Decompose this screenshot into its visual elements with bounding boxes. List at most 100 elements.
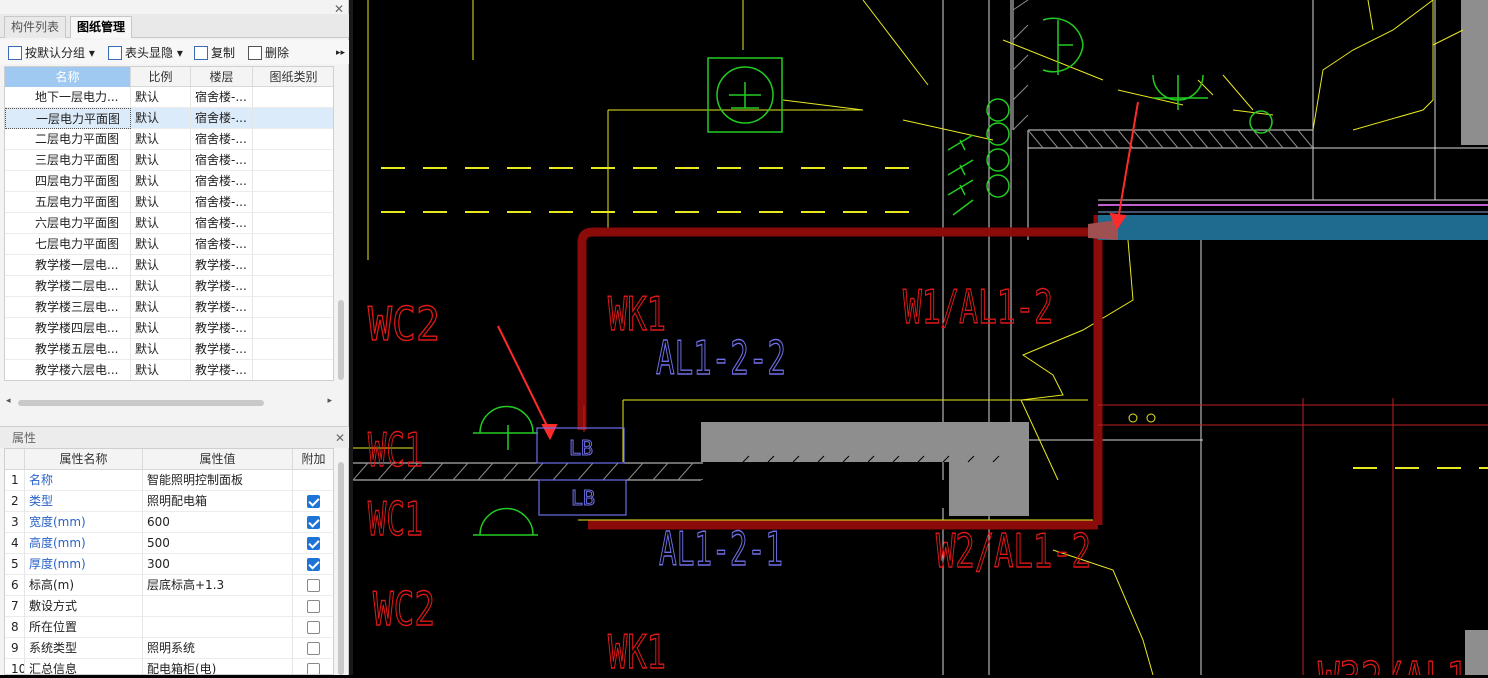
drawing-category-cell xyxy=(253,192,333,213)
drawing-row[interactable]: 教学楼一层电...默认教学楼-... xyxy=(5,255,333,276)
copy-icon xyxy=(194,46,208,60)
property-value[interactable]: 300 xyxy=(143,554,293,575)
panel-tabs: 构件列表 图纸管理 xyxy=(0,14,349,38)
left-panel: ✕ 构件列表 图纸管理 按默认分组 ▾ 表头显隐 ▾ 复制 删除 ▸▸ 名称 比… xyxy=(0,0,349,675)
highlighted-cable-route[interactable] xyxy=(577,215,1103,530)
attach-checkbox[interactable] xyxy=(307,663,320,674)
drawing-row[interactable]: 教学楼三层电...默认教学楼-... xyxy=(5,297,333,318)
cad-drawing[interactable]: WC2 WK1 W1/AL1-2 AL1-2-2 WC1 WC1 AL1-2-1… xyxy=(352,0,1488,678)
delete-button[interactable]: 删除 xyxy=(248,44,289,62)
scroll-right-icon[interactable]: ▸ xyxy=(327,396,332,406)
drawing-floor-cell: 教学楼-... xyxy=(191,318,253,339)
drawing-category-cell xyxy=(253,339,333,360)
property-index: 7 xyxy=(5,596,25,617)
drawing-floor-cell: 教学楼-... xyxy=(191,255,253,276)
drawing-row[interactable]: 一层电力平面图默认宿舍楼-... xyxy=(5,108,333,129)
property-index: 5 xyxy=(5,554,25,575)
attach-checkbox[interactable] xyxy=(307,495,320,508)
property-value[interactable] xyxy=(143,617,293,638)
drawing-row[interactable]: 五层电力平面图默认宿舍楼-... xyxy=(5,192,333,213)
attach-checkbox[interactable] xyxy=(307,621,320,634)
drawing-row[interactable]: 教学楼六层电...默认教学楼-... xyxy=(5,360,333,380)
drawing-row[interactable]: 地下一层电力...默认宿舍楼-... xyxy=(5,87,333,108)
drawing-row[interactable]: 七层电力平面图默认宿舍楼-... xyxy=(5,234,333,255)
drawing-category-cell xyxy=(253,297,333,318)
cad-canvas[interactable]: WC2 WK1 W1/AL1-2 AL1-2-2 WC1 WC1 AL1-2-1… xyxy=(352,0,1488,678)
tab-drawing-management[interactable]: 图纸管理 xyxy=(70,16,133,38)
drawing-row[interactable]: 教学楼四层电...默认教学楼-... xyxy=(5,318,333,339)
lb-box-top[interactable] xyxy=(536,427,625,464)
property-name: 所在位置 xyxy=(25,617,143,638)
property-value[interactable] xyxy=(143,596,293,617)
attach-checkbox[interactable] xyxy=(307,579,320,592)
group-icon xyxy=(8,46,22,60)
drawing-row[interactable]: 三层电力平面图默认宿舍楼-... xyxy=(5,150,333,171)
copy-button[interactable]: 复制 xyxy=(194,44,235,62)
property-name: 系统类型 xyxy=(25,638,143,659)
property-value[interactable]: 600 xyxy=(143,512,293,533)
property-value[interactable]: 配电箱柜(电) xyxy=(143,659,293,674)
property-value[interactable]: 智能照明控制面板 xyxy=(143,470,293,491)
drawing-floor-cell: 宿舍楼-... xyxy=(191,108,253,129)
properties-scrollbar[interactable] xyxy=(338,462,344,675)
drawing-row[interactable]: 教学楼二层电...默认教学楼-... xyxy=(5,276,333,297)
group-by-default-button[interactable]: 按默认分组 ▾ xyxy=(8,44,95,62)
col-floor[interactable]: 楼层 xyxy=(191,67,253,87)
horizontal-scrollbar[interactable]: ◂ ▸ xyxy=(4,396,334,410)
drawing-scale-cell: 默认 xyxy=(131,150,191,171)
drawing-category-cell xyxy=(253,360,333,380)
attach-checkbox[interactable] xyxy=(307,600,320,613)
drawing-name-cell: 三层电力平面图 xyxy=(5,150,131,171)
cyan-cable-tray[interactable] xyxy=(1098,215,1488,240)
gray-slab-upper xyxy=(701,422,1029,462)
drawing-category-cell xyxy=(253,108,333,129)
col-scale[interactable]: 比例 xyxy=(131,67,191,87)
drawing-name-cell: 教学楼三层电... xyxy=(5,297,131,318)
label-al1-2-1: AL1-2-1 xyxy=(659,522,783,576)
tab-component-list[interactable]: 构件列表 xyxy=(4,16,67,38)
col-category[interactable]: 图纸类别 xyxy=(253,67,333,87)
drawing-scale-cell: 默认 xyxy=(131,129,191,150)
drawing-row[interactable]: 四层电力平面图默认宿舍楼-... xyxy=(5,171,333,192)
attach-checkbox[interactable] xyxy=(307,642,320,655)
attach-checkbox[interactable] xyxy=(307,558,320,571)
col-name[interactable]: 名称 xyxy=(5,67,131,87)
attach-checkbox[interactable] xyxy=(307,516,320,529)
drawing-category-cell xyxy=(253,129,333,150)
drawing-row[interactable]: 教学楼五层电...默认教学楼-... xyxy=(5,339,333,360)
drawing-row[interactable]: 六层电力平面图默认宿舍楼-... xyxy=(5,213,333,234)
property-value[interactable]: 500 xyxy=(143,533,293,554)
horizontal-scroll-thumb[interactable] xyxy=(18,400,264,406)
panel-splitter[interactable] xyxy=(349,0,353,675)
close-icon[interactable]: ✕ xyxy=(333,2,344,16)
toolbar-overflow-button[interactable]: ▸▸ xyxy=(336,48,346,58)
property-value[interactable]: 层底标高+1.3 xyxy=(143,575,293,596)
drawing-category-cell xyxy=(253,318,333,339)
drawing-scale-cell: 默认 xyxy=(131,339,191,360)
header-toggle-button[interactable]: 表头显隐 ▾ xyxy=(108,44,183,62)
drawing-category-cell xyxy=(253,213,333,234)
property-value[interactable]: 照明系统 xyxy=(143,638,293,659)
close-properties-icon[interactable]: ✕ xyxy=(334,431,345,445)
label-wc2-top: WC2 xyxy=(368,297,440,351)
drawing-name-cell: 教学楼六层电... xyxy=(5,360,131,380)
drawing-scale-cell: 默认 xyxy=(131,87,191,108)
attach-checkbox[interactable] xyxy=(307,537,320,550)
property-name: 厚度(mm) xyxy=(25,554,143,575)
drawing-table-scrollbar[interactable] xyxy=(338,300,344,380)
property-value[interactable]: 照明配电箱 xyxy=(143,491,293,512)
drawing-row[interactable]: 二层电力平面图默认宿舍楼-... xyxy=(5,129,333,150)
gray-slab-lower xyxy=(949,462,1029,516)
lb-box-bottom[interactable] xyxy=(538,479,627,516)
scroll-left-icon[interactable]: ◂ xyxy=(6,396,11,406)
